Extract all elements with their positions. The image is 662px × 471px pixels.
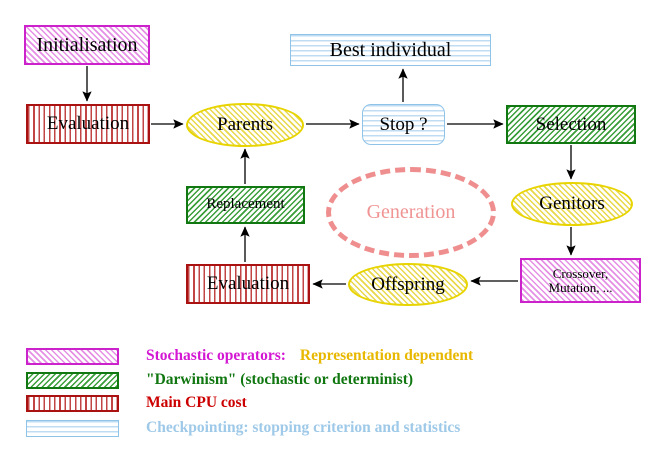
node-stop[interactable]: Stop ? — [362, 104, 445, 145]
legend-label-stochastic: Stochastic operators: — [146, 347, 286, 364]
legend-swatch-darwinism — [26, 371, 119, 389]
legend-swatch-cpu-cost — [26, 394, 119, 412]
legend-label-darwinism: "Darwinism" (stochastic or determinist) — [146, 371, 414, 388]
node-label-selection: Selection — [535, 113, 607, 135]
generation-label: Generation — [366, 201, 456, 223]
legend-row-cpu-cost: Main CPU cost — [26, 394, 247, 412]
node-label-replacement: Replacement — [206, 196, 285, 213]
node-best-individual[interactable]: Best individual — [290, 34, 491, 66]
node-label-stop: Stop ? — [379, 113, 428, 135]
legend-label-representation: Representation dependent — [299, 347, 474, 364]
node-label-crossover-mutation: Crossover, Mutation, ... — [548, 265, 613, 295]
node-evaluation-top[interactable]: Evaluation — [26, 104, 150, 144]
generation-marker: Generation — [326, 167, 496, 258]
node-label-initialisation: Initialisation — [36, 33, 138, 56]
legend-row-checkpointing: Checkpointing: stopping criterion and st… — [26, 419, 460, 437]
node-parents[interactable]: Parents — [186, 103, 304, 147]
legend-swatch-stochastic — [26, 347, 119, 365]
node-replacement[interactable]: Replacement — [186, 186, 305, 224]
legend-label-cpu-cost: Main CPU cost — [146, 394, 247, 411]
node-label-evaluation-bottom: Evaluation — [206, 273, 290, 295]
node-evaluation-bottom[interactable]: Evaluation — [186, 264, 310, 304]
node-genitors[interactable]: Genitors — [511, 182, 633, 226]
node-initialisation[interactable]: Initialisation — [24, 25, 150, 65]
node-label-genitors: Genitors — [539, 193, 605, 215]
node-label-parents: Parents — [217, 114, 273, 136]
legend-swatch-checkpointing — [26, 419, 119, 437]
node-selection[interactable]: Selection — [506, 105, 636, 144]
legend-row-stochastic: Stochastic operators: Representation dep… — [26, 347, 473, 365]
node-label-offspring: Offspring — [371, 273, 445, 295]
node-label-best-individual: Best individual — [329, 38, 452, 61]
node-offspring[interactable]: Offspring — [348, 263, 468, 306]
node-crossover-mutation[interactable]: Crossover, Mutation, ... — [520, 258, 641, 303]
legend-row-darwinism: "Darwinism" (stochastic or determinist) — [26, 371, 413, 389]
node-label-evaluation-top: Evaluation — [46, 113, 130, 135]
legend-label-checkpointing: Checkpointing: stopping criterion and st… — [146, 419, 461, 436]
